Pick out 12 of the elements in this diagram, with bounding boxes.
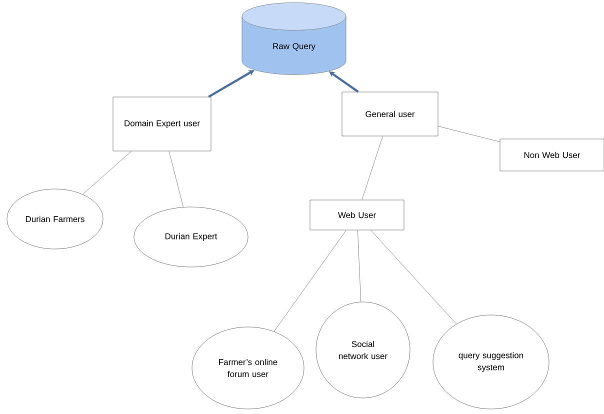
user-box: Domain Expert user [112, 96, 212, 152]
connector-line [82, 150, 132, 195]
user-box: Non Web User [500, 138, 604, 172]
connector-line [357, 230, 362, 302]
user-box: Web User [310, 200, 404, 230]
database-cylinder: Raw Query [242, 2, 346, 75]
connector-line [438, 126, 500, 142]
connector-line [168, 150, 184, 208]
connector-line [370, 230, 457, 324]
connector-line [274, 230, 346, 332]
connector-line [362, 136, 383, 200]
user-box: General user [342, 92, 438, 136]
